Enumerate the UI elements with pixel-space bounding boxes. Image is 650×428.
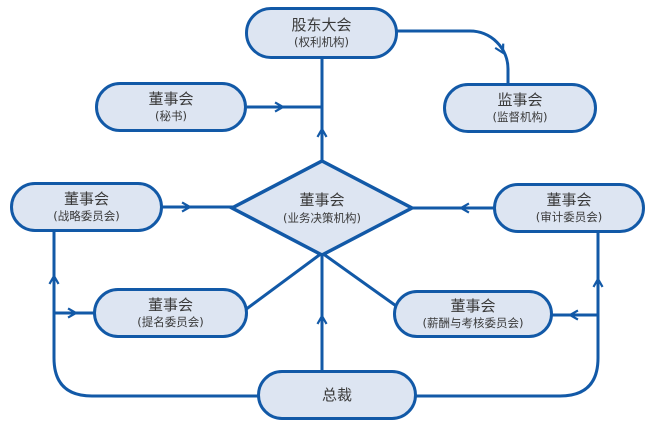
node-supervisory-board: 监事会 (监督机构) bbox=[443, 83, 597, 133]
node-title: 董事会 bbox=[546, 191, 592, 209]
node-subtitle: (监督机构) bbox=[492, 110, 548, 124]
node-nomination-committee: 董事会 (提名委员会) bbox=[93, 288, 248, 338]
node-title: 董事会 bbox=[148, 90, 194, 108]
node-title: 董事会 bbox=[63, 190, 109, 208]
arrow-up-icon bbox=[316, 126, 328, 138]
edge-president-strategy-loop bbox=[52, 230, 259, 398]
node-subtitle: (薪酬与考核委员会) bbox=[422, 316, 524, 330]
node-subtitle: (秘书) bbox=[155, 109, 187, 123]
arrow-right-icon bbox=[274, 101, 286, 113]
edge-president-audit-loop bbox=[415, 231, 600, 398]
node-shareholders-meeting: 股东大会 (权利机构) bbox=[245, 7, 398, 59]
edge-board-nomination bbox=[244, 251, 323, 312]
node-board-decision-body: 董事会 (业务决策机构) bbox=[242, 184, 402, 232]
node-subtitle: (权利机构) bbox=[294, 35, 349, 49]
edge-board-compensation bbox=[321, 251, 400, 310]
edge-shareholders-supervisors bbox=[396, 29, 510, 85]
arrow-up-icon bbox=[48, 273, 60, 285]
arrow-right-icon bbox=[181, 201, 193, 213]
node-title: 董事会 bbox=[299, 190, 345, 209]
node-title: 股东大会 bbox=[291, 16, 352, 34]
node-subtitle: (审计委员会) bbox=[535, 210, 603, 224]
node-subtitle: (业务决策机构) bbox=[283, 210, 361, 225]
node-strategy-committee: 董事会 (战略委员会) bbox=[10, 182, 163, 232]
node-title: 监事会 bbox=[497, 91, 543, 109]
node-board-diamond-shape bbox=[228, 159, 416, 257]
node-audit-committee: 董事会 (审计委员会) bbox=[493, 183, 645, 233]
node-president: 总裁 bbox=[257, 370, 417, 420]
arrow-left-icon bbox=[458, 202, 470, 214]
node-title: 董事会 bbox=[450, 297, 496, 315]
arrow-right-icon bbox=[67, 307, 79, 319]
node-subtitle: (提名委员会) bbox=[137, 315, 204, 329]
arrow-up-icon bbox=[592, 276, 604, 288]
arrow-up-icon bbox=[316, 313, 328, 325]
node-board-secretary: 董事会 (秘书) bbox=[95, 82, 247, 132]
node-title: 董事会 bbox=[147, 296, 193, 314]
node-subtitle: (战略委员会) bbox=[53, 209, 120, 223]
arrow-left-icon bbox=[567, 309, 579, 321]
arrow-curve-icon bbox=[494, 43, 505, 55]
node-compensation-committee: 董事会 (薪酬与考核委员会) bbox=[393, 290, 553, 338]
node-title: 总裁 bbox=[321, 385, 352, 404]
